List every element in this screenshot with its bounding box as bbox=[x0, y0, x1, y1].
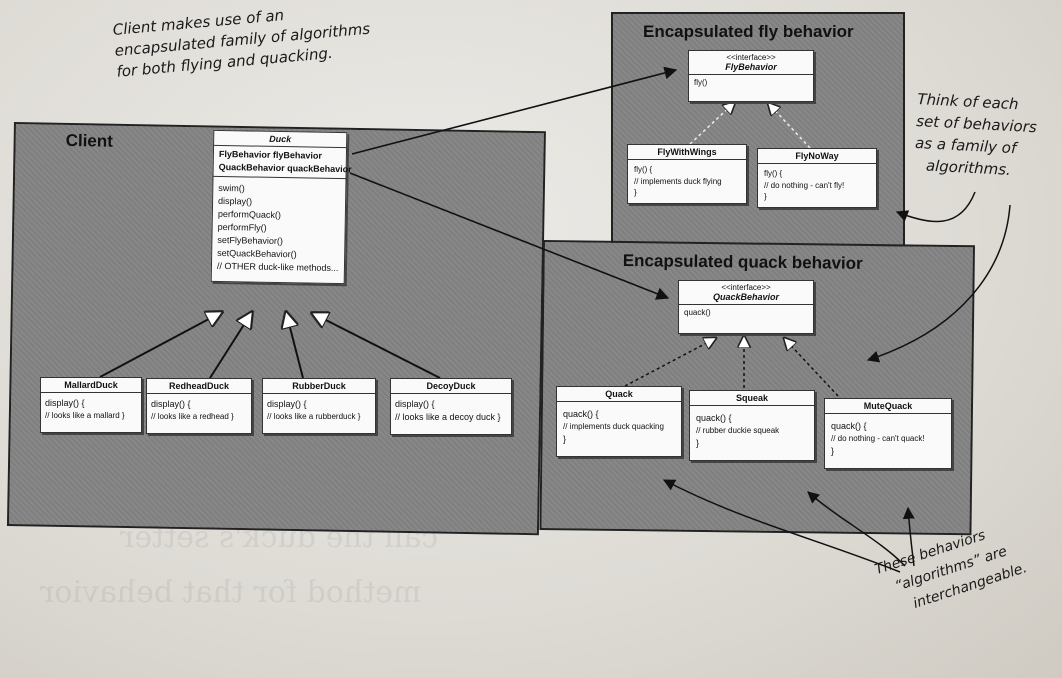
inherit-mallard bbox=[99, 312, 222, 378]
realize-quack bbox=[624, 338, 716, 387]
inherit-rubber bbox=[286, 312, 304, 379]
stereotype-label: <<interface>> bbox=[726, 53, 776, 62]
class-body: display() { // looks like a decoy duck } bbox=[391, 394, 511, 434]
interchangeable-arrow-quack bbox=[662, 479, 901, 573]
duck-class: Duck FlyBehavior flyBehavior QuackBehavi… bbox=[210, 129, 352, 285]
interface-methods: quack() bbox=[679, 305, 813, 333]
class-body: display() { // looks like a redhead } bbox=[147, 394, 251, 433]
duck-methods: swim() display() performQuack() performF… bbox=[212, 177, 346, 284]
interface-methods: fly() bbox=[689, 75, 813, 101]
code-line: quack() { bbox=[696, 413, 732, 423]
code-line: } bbox=[563, 433, 567, 444]
code-line: display() { bbox=[395, 399, 435, 409]
class-name: FlyWithWings bbox=[628, 145, 746, 160]
realize-flywithwings bbox=[689, 102, 735, 145]
inherit-redhead bbox=[209, 312, 252, 379]
realize-flynoway bbox=[768, 103, 811, 149]
family-annotation: Think of each set of behaviors as a fami… bbox=[913, 88, 1038, 182]
code-line: } bbox=[696, 437, 700, 448]
duck-method: // OTHER duck-like methods... bbox=[216, 261, 339, 274]
decoyduck-class: DecoyDuck display() { // looks like a de… bbox=[390, 378, 512, 436]
squeak-class: Squeak quack() { // rubber duckie squeak… bbox=[689, 390, 815, 461]
interface-method: fly() bbox=[694, 78, 708, 87]
duck-to-quackbehavior-arrow bbox=[349, 172, 670, 300]
interface-method: quack() bbox=[684, 308, 711, 317]
code-line: // implements duck flying bbox=[634, 176, 722, 186]
inherit-decoy bbox=[312, 313, 441, 379]
class-body: quack() { // implements duck quacking } bbox=[557, 402, 681, 456]
class-name: RedheadDuck bbox=[147, 379, 251, 394]
stereotype-label: <<interface>> bbox=[721, 283, 771, 292]
class-name: MallardDuck bbox=[41, 378, 141, 393]
family-annotation-arrow-2 bbox=[866, 204, 1011, 363]
code-line: display() { bbox=[45, 398, 85, 408]
realize-mutequack bbox=[784, 338, 839, 397]
code-line: display() { bbox=[151, 399, 191, 409]
class-body: fly() { // implements duck flying } bbox=[628, 160, 746, 203]
class-name: RubberDuck bbox=[263, 379, 375, 394]
code-line: fly() { bbox=[764, 169, 783, 178]
rubberduck-class: RubberDuck display() { // looks like a r… bbox=[262, 378, 376, 434]
flybehavior-interface: <<interface>> FlyBehavior fly() bbox=[688, 50, 814, 102]
code-line: quack() { bbox=[831, 421, 867, 431]
code-line: fly() { bbox=[634, 165, 653, 174]
class-body: display() { // looks like a mallard } bbox=[41, 393, 141, 432]
code-line: // looks like a redhead } bbox=[151, 412, 234, 422]
duck-field: QuackBehavior quackBehavior bbox=[218, 161, 352, 175]
code-line: // implements duck quacking bbox=[563, 422, 664, 432]
interface-header: <<interface>> FlyBehavior bbox=[689, 51, 813, 75]
family-annotation-arrow bbox=[895, 191, 976, 223]
class-name: FlyNoWay bbox=[758, 149, 876, 164]
fly-panel-title: Encapsulated fly behavior bbox=[643, 22, 854, 41]
code-line: } bbox=[634, 188, 637, 198]
quack-class: Quack quack() { // implements duck quack… bbox=[556, 386, 682, 457]
duck-to-flybehavior-arrow bbox=[351, 66, 678, 155]
class-body: fly() { // do nothing - can't fly! } bbox=[758, 164, 876, 207]
quackbehavior-interface: <<interface>> QuackBehavior quack() bbox=[678, 280, 814, 334]
class-name: DecoyDuck bbox=[391, 379, 511, 394]
code-line: } bbox=[831, 445, 835, 456]
class-name: MuteQuack bbox=[825, 399, 951, 414]
interchangeable-arrow-mutequack bbox=[902, 506, 915, 567]
code-line: // do nothing - can't fly! bbox=[764, 180, 845, 190]
class-body: quack() { // rubber duckie squeak } bbox=[690, 406, 814, 460]
duck-fields: FlyBehavior flyBehavior QuackBehavior qu… bbox=[213, 145, 352, 180]
interface-name: FlyBehavior bbox=[725, 62, 777, 72]
mallardduck-class: MallardDuck display() { // looks like a … bbox=[40, 377, 142, 433]
interface-header: <<interface>> QuackBehavior bbox=[679, 281, 813, 305]
code-line: // do nothing - can't quack! bbox=[831, 434, 925, 444]
class-name: Squeak bbox=[690, 391, 814, 406]
code-line: // looks like a decoy duck } bbox=[395, 412, 501, 423]
code-line: // looks like a rubberduck } bbox=[267, 412, 361, 422]
code-line: display() { bbox=[267, 399, 307, 409]
interface-name: QuackBehavior bbox=[712, 292, 780, 302]
code-line: // looks like a mallard } bbox=[45, 411, 125, 421]
redheadduck-class: RedheadDuck display() { // looks like a … bbox=[146, 378, 252, 434]
interchangeable-arrow-squeak bbox=[807, 491, 906, 567]
code-line: } bbox=[764, 192, 767, 202]
flynoway-class: FlyNoWay fly() { // do nothing - can't f… bbox=[757, 148, 877, 208]
code-line: quack() { bbox=[563, 409, 599, 419]
class-body: display() { // looks like a rubberduck } bbox=[263, 394, 375, 433]
class-name: Quack bbox=[557, 387, 681, 402]
code-line: // rubber duckie squeak bbox=[696, 426, 780, 436]
flywithwings-class: FlyWithWings fly() { // implements duck … bbox=[627, 144, 747, 204]
mutequack-class: MuteQuack quack() { // do nothing - can'… bbox=[824, 398, 952, 469]
class-body: quack() { // do nothing - can't quack! } bbox=[825, 414, 951, 468]
